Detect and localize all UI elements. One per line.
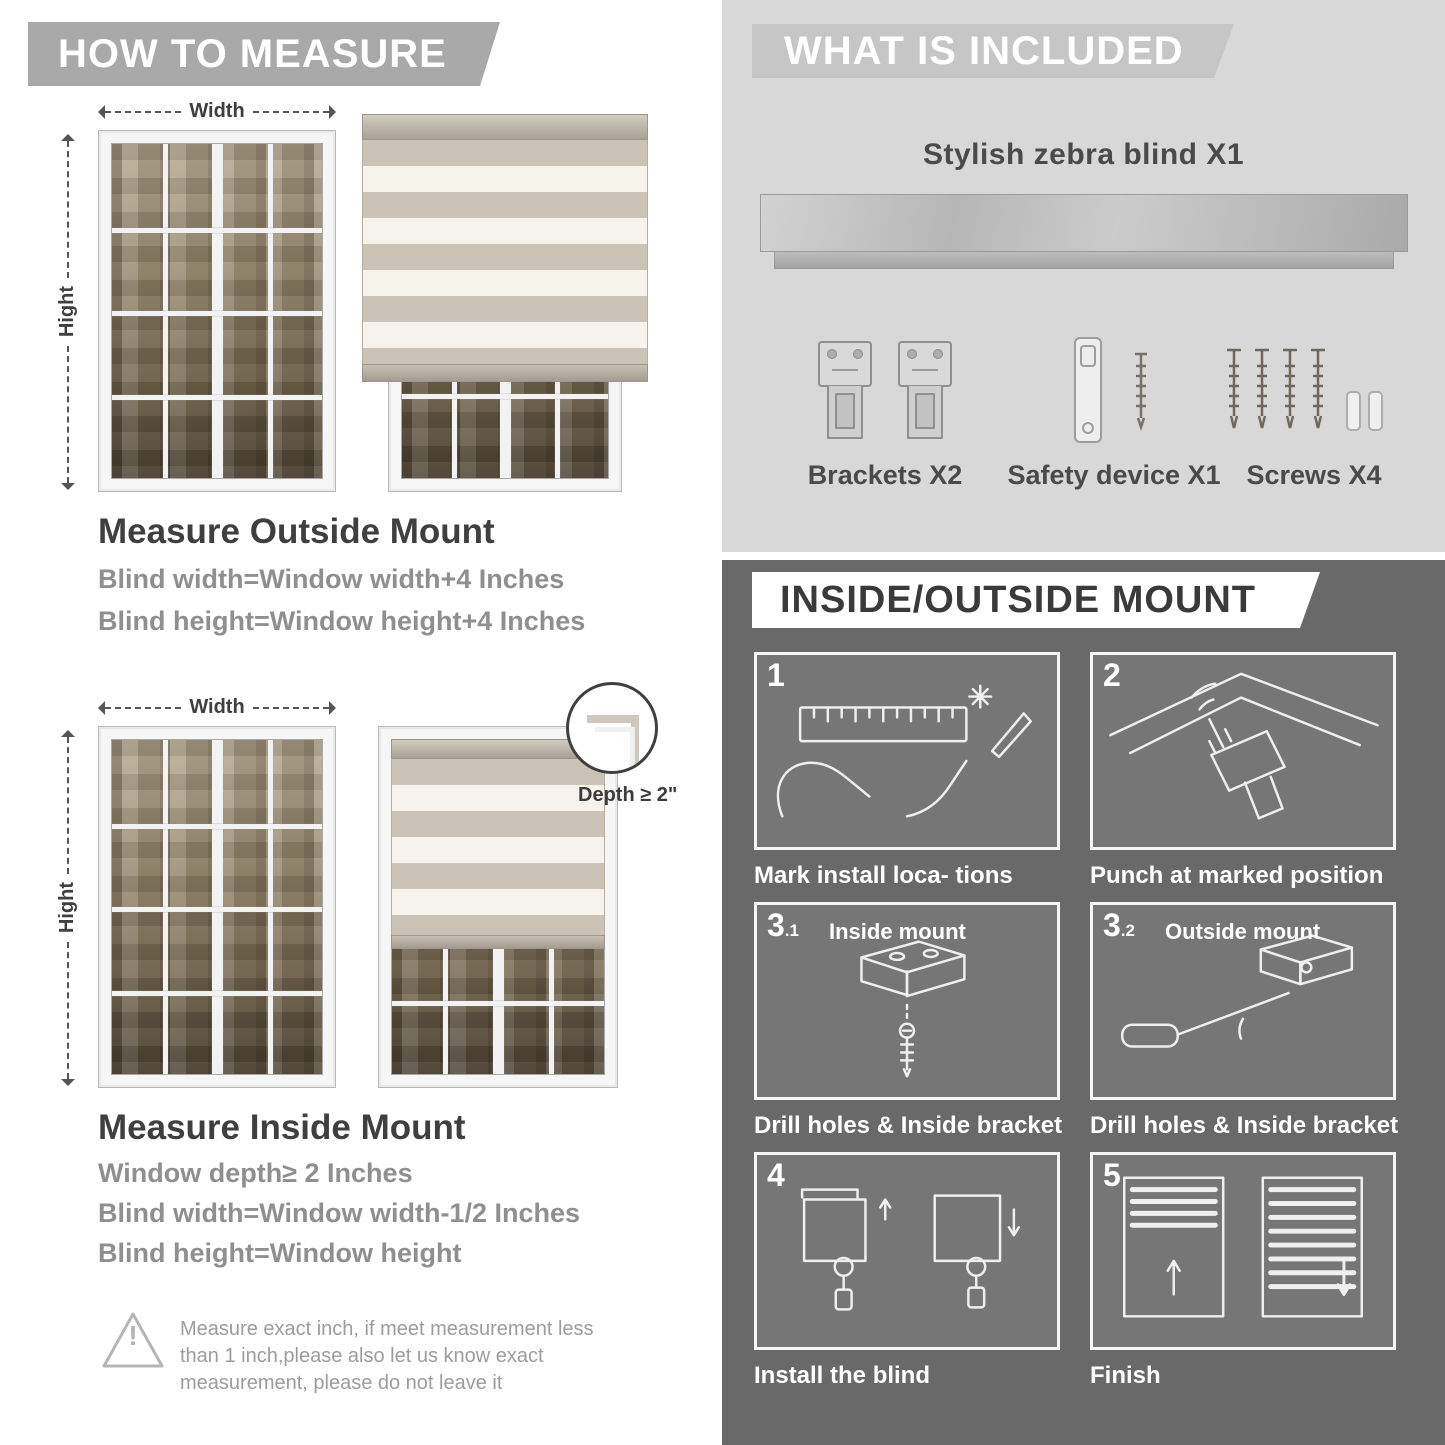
bracket-icon [818, 341, 872, 439]
arrow-up-icon [60, 134, 75, 141]
step-2-caption: Punch at marked position [1090, 862, 1384, 889]
window-illustration-outside [98, 130, 336, 492]
screws-caption: Screws X4 [1246, 460, 1382, 490]
warning-line1: Measure exact inch, if meet measurement … [180, 1318, 594, 1340]
height-label: Hight [56, 882, 78, 934]
inside-mount-label: Inside mount [829, 919, 966, 944]
inside-bracket-illustration [860, 940, 966, 1078]
inside-mount-title: Measure Inside Mount [98, 1108, 466, 1147]
step-1-caption: Mark install loca- tions [754, 862, 1013, 889]
inside-mount-line3: Blind height=Window height [98, 1238, 462, 1268]
warning-line2: than 1 inch,please also let us know exac… [180, 1345, 544, 1367]
arrow-right-icon [329, 700, 337, 715]
mount-instructions-section: INSIDE/OUTSIDE MOUNT 1 Mark install loca… [722, 560, 1445, 1445]
step-4-caption: Install the blind [754, 1362, 931, 1389]
safety-device-caption: Safety device X1 [1007, 460, 1221, 490]
step-1: 1 Mark install loca- tions [754, 652, 1060, 890]
outside-mount-line1: Blind width=Window width+4 Inches [98, 564, 565, 594]
inside-mount-line1: Window depth≥ 2 Inches [98, 1158, 413, 1188]
arrow-left-icon [98, 104, 105, 119]
inside-mount-line2: Blind width=Window width-1/2 Inches [98, 1198, 581, 1228]
arrow-right-icon [329, 104, 337, 119]
step-5-box: 5 [1090, 1152, 1396, 1350]
bracket-icon [898, 341, 952, 439]
step-3-2-caption: Drill holes & Inside bracket [1090, 1112, 1399, 1139]
included-item-screws: Screws X4 [1214, 330, 1414, 491]
blind-outside-mount-illustration [362, 114, 648, 492]
screws-icon [1225, 348, 1383, 431]
step-3-1-box: 3.1 Inside mount [754, 902, 1060, 1100]
step-number: 2 [1103, 657, 1121, 693]
blind-inside-mount-illustration [378, 726, 618, 1088]
step-2: 2 Punch at marked position [1090, 652, 1396, 890]
finish-blinds-illustration [1123, 1176, 1363, 1318]
height-label: Hight [56, 286, 78, 338]
arrow-left-icon [98, 700, 105, 715]
step-2-box: 2 [1090, 652, 1396, 850]
warning-line3: measurement, please do not leave it [180, 1372, 503, 1394]
step-3-2: 3.2 Outside mount Drill holes & In [1090, 902, 1399, 1140]
outside-mount-label: Outside mount [1165, 919, 1321, 944]
depth-callout-label: Depth ≥ 2" [578, 784, 678, 806]
depth-callout-circle [566, 682, 658, 774]
step-1-box: 1 [754, 652, 1060, 850]
how-to-measure-header: HOW TO MEASURE [28, 22, 500, 86]
outside-bracket-illustration [1121, 934, 1354, 1048]
arrow-down-icon [60, 1079, 75, 1086]
brackets-caption: Brackets X2 [807, 460, 963, 490]
step-number: 1 [767, 657, 785, 693]
width-label: Width [189, 100, 245, 122]
warning-triangle-icon [102, 1312, 164, 1368]
arrow-down-icon [60, 483, 75, 490]
step-5: 5 Finish [1090, 1152, 1396, 1390]
safety-device-icon [1074, 337, 1147, 443]
warning-note: ! [100, 1308, 166, 1372]
wall-anchor-icon [1346, 391, 1383, 431]
width-dimension-inside: Width [98, 696, 337, 719]
zebra-blind [362, 114, 648, 382]
outside-mount-line2: Blind height=Window height+4 Inches [98, 606, 586, 636]
included-item-safety-device: Safety device X1 [1007, 330, 1221, 491]
product-title: Stylish zebra blind X1 [922, 138, 1245, 171]
width-dimension-outside: Width [98, 100, 337, 123]
mount-header: INSIDE/OUTSIDE MOUNT [752, 572, 1320, 628]
step-3-2-box: 3.2 Outside mount [1090, 902, 1396, 1100]
zebra-blind [391, 739, 605, 949]
step-5-caption: Finish [1090, 1362, 1161, 1389]
step-3-1: 3.1 Inside mount Drill [754, 902, 1063, 1140]
exclamation-icon: ! [128, 1320, 138, 1351]
warning-text: Measure exact inch, if meet measurement … [180, 1316, 594, 1397]
width-label: Width [189, 696, 245, 718]
step-number: 3 [767, 907, 785, 943]
step-4-box: 4 [754, 1152, 1060, 1350]
window-glass [111, 143, 323, 479]
what-is-included-section: WHAT IS INCLUDED Stylish zebra blind X1 [722, 0, 1445, 552]
step-number: 4 [767, 1157, 785, 1193]
height-dimension-inside: Hight [56, 730, 79, 1086]
window-illustration-inside [98, 726, 336, 1088]
step-4: 4 In [754, 1152, 1060, 1390]
arrow-up-icon [60, 730, 75, 737]
step-number: 5 [1103, 1157, 1121, 1193]
included-item-brackets: Brackets X2 [766, 330, 1004, 491]
step-number: 3 [1103, 907, 1121, 943]
headrail-illustration [760, 194, 1408, 269]
what-is-included-header: WHAT IS INCLUDED [752, 24, 1234, 78]
drill-illustration [1109, 672, 1379, 820]
height-dimension-outside: Hight [56, 134, 79, 490]
step-3-1-caption: Drill holes & Inside bracket [754, 1112, 1063, 1139]
mark-location-illustration [776, 684, 1032, 818]
outside-mount-title: Measure Outside Mount [98, 512, 495, 551]
install-blind-illustration [800, 1188, 1021, 1311]
